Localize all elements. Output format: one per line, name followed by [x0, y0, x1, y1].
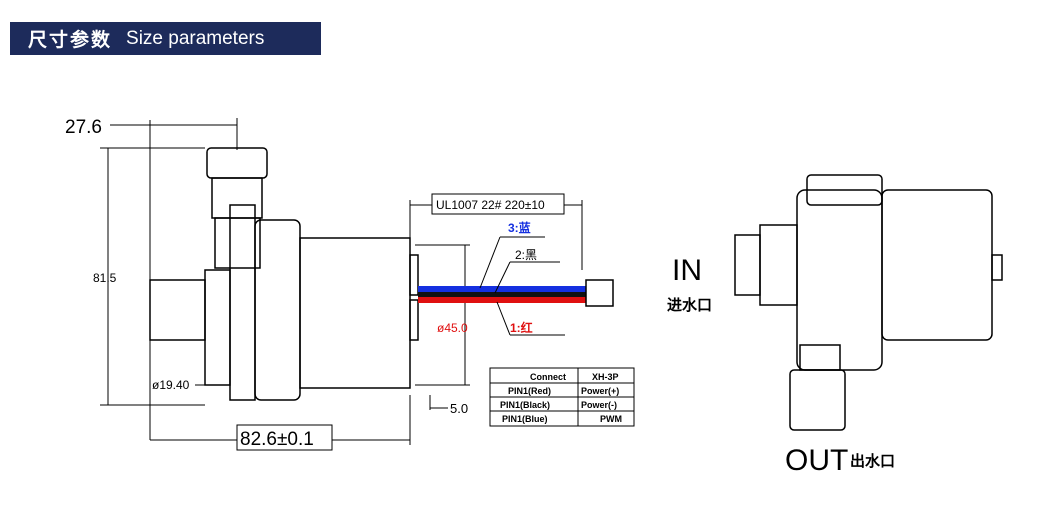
front-view	[149, 147, 419, 401]
pin-table	[489, 367, 635, 427]
dimension-lines	[100, 118, 583, 451]
red-wire	[418, 297, 586, 303]
dim-length: 82.6±0.1	[240, 429, 314, 450]
header-title-cn: 尺寸参数	[28, 29, 113, 51]
table-cell: PIN1(Red)	[508, 386, 551, 396]
table-header: XH-3P	[592, 372, 619, 382]
connector	[585, 279, 614, 307]
in-label-cn: 进水口	[667, 296, 712, 314]
blue-wire	[418, 286, 586, 292]
label-red-wire: 1:红	[510, 320, 533, 335]
wires	[418, 286, 586, 303]
black-wire	[418, 292, 586, 297]
table-cell: Power(+)	[581, 386, 619, 396]
side-view	[734, 174, 1003, 431]
table-cell: PIN1(Black)	[500, 400, 550, 410]
in-label: IN	[672, 254, 702, 287]
out-label: OUT	[785, 444, 848, 477]
dim-motor-dia: ø45.0	[437, 321, 468, 335]
section-header: 尺寸参数 Size parameters	[10, 22, 321, 55]
dim-inlet-dia: ø19.40	[152, 378, 190, 392]
label-blue-wire: 3:蓝	[508, 220, 531, 235]
label-black-wire: 2:黑	[515, 248, 537, 262]
table-cell: PWM	[600, 414, 622, 424]
table-cell: PIN1(Blue)	[502, 414, 548, 424]
dim-height: 81.5	[93, 271, 117, 285]
out-label-cn: 出水口	[850, 452, 895, 470]
header-title-en: Size parameters	[126, 27, 265, 49]
table-header: Connect	[530, 372, 566, 382]
dim-top-width: 27.6	[65, 117, 102, 138]
dim-offset: 5.0	[450, 401, 468, 416]
dim-cable: UL1007 22# 220±10	[436, 198, 545, 212]
table-cell: Power(-)	[581, 400, 617, 410]
